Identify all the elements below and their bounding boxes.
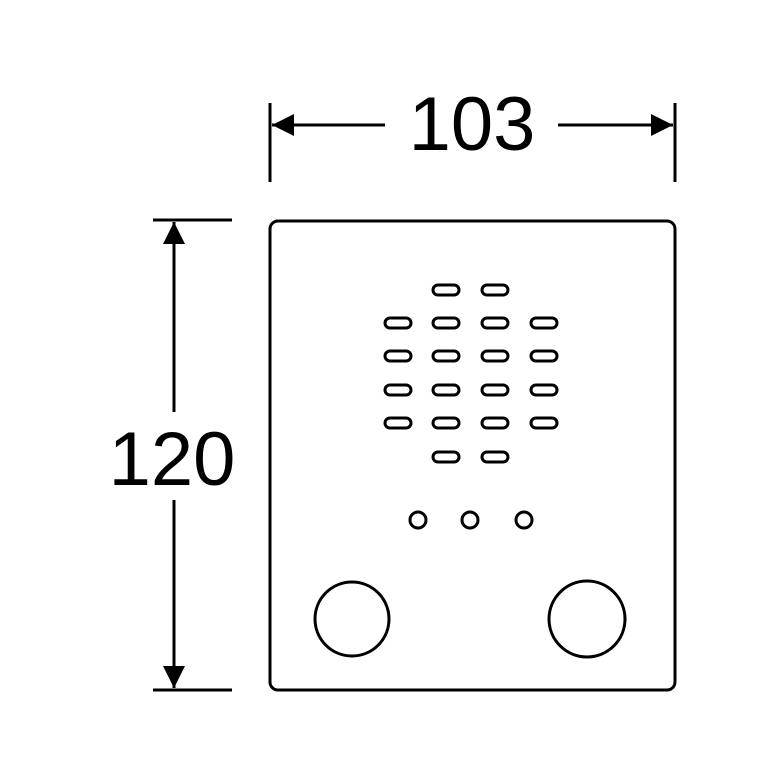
grille-slot (480, 316, 510, 330)
call-button-left (313, 580, 391, 658)
grille-slot (431, 316, 461, 330)
speaker-grille (383, 283, 559, 464)
width-label: 103 (409, 82, 536, 167)
indicator-light (408, 510, 428, 530)
grille-slot (431, 416, 461, 430)
indicator-lights (408, 510, 534, 530)
call-button-right (547, 579, 627, 659)
grille-slot (383, 383, 413, 397)
grille-slot (529, 383, 559, 397)
grille-slot (383, 316, 413, 330)
grille-slot (480, 383, 510, 397)
grille-slot (431, 450, 461, 464)
grille-slot (431, 383, 461, 397)
grille-slot (480, 349, 510, 363)
grille-slot (529, 316, 559, 330)
indicator-light (514, 510, 534, 530)
grille-slot (383, 416, 413, 430)
height-label: 120 (109, 417, 236, 502)
grille-slot (383, 349, 413, 363)
grille-slot (480, 416, 510, 430)
grille-slot (480, 283, 510, 297)
grille-slot (529, 416, 559, 430)
grille-slot (480, 450, 510, 464)
panel-outline (268, 219, 677, 692)
width-dimension: 103 (268, 82, 677, 182)
grille-slot (431, 283, 461, 297)
height-dimension: 120 (109, 218, 236, 692)
indicator-light (460, 510, 480, 530)
grille-slot (529, 349, 559, 363)
grille-slot (431, 349, 461, 363)
